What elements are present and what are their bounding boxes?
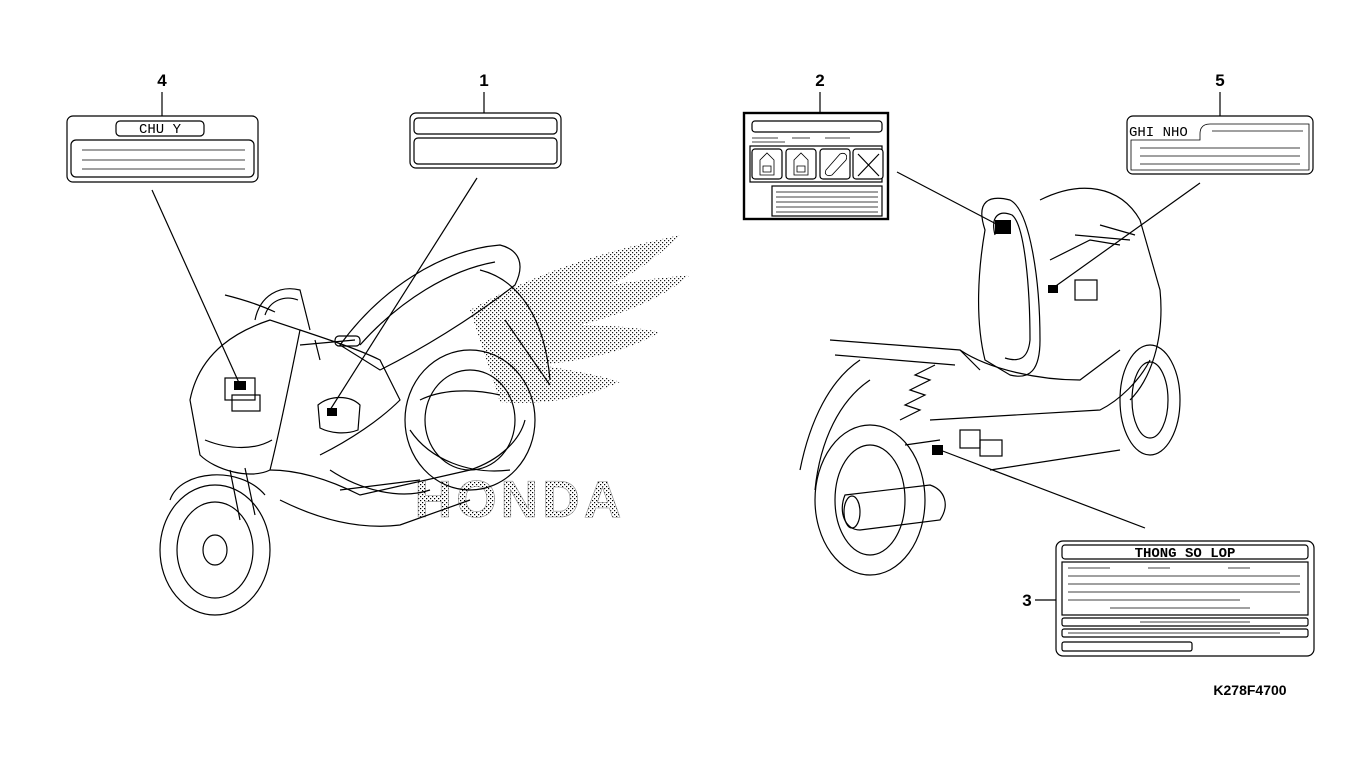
figure-code: K278F4700 <box>1213 682 1286 698</box>
callout-5: 5 <box>1215 71 1224 90</box>
tire-info-label <box>1055 540 1315 657</box>
honda-wordmark: HONDA <box>415 471 626 529</box>
label-4-location-mark <box>234 381 246 390</box>
leader-lines <box>151 92 1221 601</box>
fuel-oil-label <box>742 111 890 221</box>
caution-label <box>66 115 259 183</box>
memo-label-text: GHI NHO <box>1129 125 1188 141</box>
label-1-blank <box>409 112 562 169</box>
scooter-front-view <box>159 244 551 616</box>
label-1-location-mark <box>327 408 337 416</box>
callout-4: 4 <box>157 71 167 90</box>
memo-label <box>1126 115 1314 175</box>
honda-wing-watermark <box>470 235 690 403</box>
tire-info-label-text: THONG SO LOP <box>1135 546 1236 562</box>
callout-2: 2 <box>815 71 824 90</box>
label-2-location-mark <box>995 220 1011 234</box>
label-5-location-mark <box>1048 285 1058 293</box>
callout-3: 3 <box>1022 591 1031 610</box>
caution-label-text: CHU Y <box>139 122 182 138</box>
callout-1: 1 <box>479 71 488 90</box>
scooter-rear-view <box>799 187 1181 576</box>
label-3-location-mark <box>932 445 943 455</box>
